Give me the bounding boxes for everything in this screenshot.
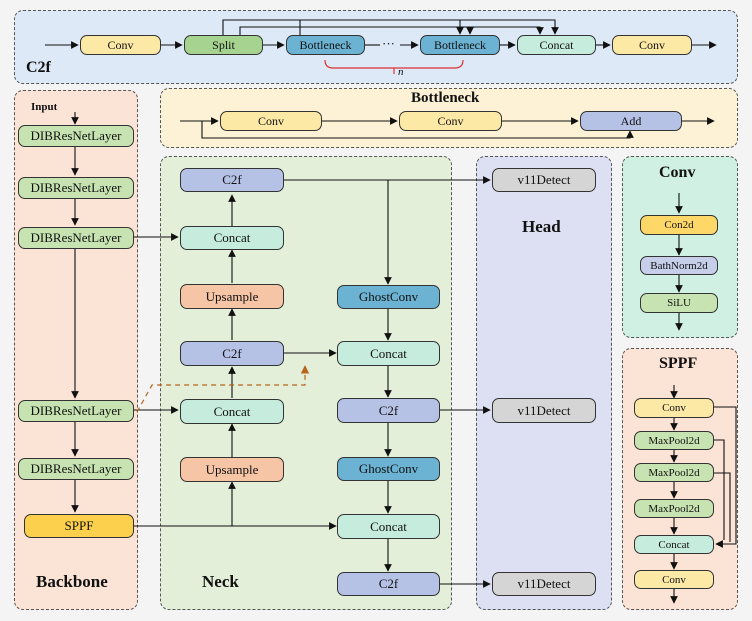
neck-upsample-1: Upsample	[180, 284, 284, 309]
neck-concat-2: Concat	[180, 399, 284, 424]
sppf-concat-block: Concat	[634, 535, 714, 554]
neck-title: Neck	[202, 572, 239, 591]
head-v11detect-1: v11Detect	[492, 168, 596, 192]
backbone-dibresnet-layer-5: DIBResNetLayer	[18, 458, 134, 480]
bottleneck-conv-block-2: Conv	[399, 111, 502, 131]
backbone-input-label: Input	[31, 101, 58, 113]
neck-c2f-mid: C2f	[180, 341, 284, 366]
c2f-ellipsis: ···	[382, 36, 395, 51]
head-v11detect-2: v11Detect	[492, 398, 596, 423]
neck-concat-3: Concat	[337, 341, 440, 366]
neck-upsample-2: Upsample	[180, 457, 284, 482]
sppf-maxpool-block-2: MaxPool2d	[634, 463, 714, 482]
bottleneck-add-block: Add	[580, 111, 682, 131]
head-v11detect-3: v11Detect	[492, 572, 596, 596]
neck-ghostconv-2: GhostConv	[337, 457, 440, 481]
conv-silu-block: SiLU	[640, 293, 718, 313]
backbone-dibresnet-layer-2: DIBResNetLayer	[18, 177, 134, 199]
c2f-panel-title: C2f	[26, 59, 51, 76]
bottleneck-panel-title: Bottleneck	[411, 90, 480, 106]
c2f-repeat-n-label: n	[398, 66, 404, 78]
conv-panel-title: Conv	[659, 164, 696, 181]
conv-con2d-block: Con2d	[640, 215, 718, 235]
backbone-sppf-block: SPPF	[24, 514, 134, 538]
c2f-conv-block-2: Conv	[612, 35, 692, 55]
conv-batchnorm-block: BathNorm2d	[640, 256, 718, 275]
c2f-conv-block-1: Conv	[80, 35, 161, 55]
backbone-dibresnet-layer-4: DIBResNetLayer	[18, 400, 134, 422]
sppf-conv-block-2: Conv	[634, 570, 714, 589]
backbone-title: Backbone	[36, 572, 108, 591]
sppf-conv-block-1: Conv	[634, 398, 714, 418]
c2f-bottleneck-block-2: Bottleneck	[420, 35, 500, 55]
bottleneck-conv-block-1: Conv	[220, 111, 322, 131]
sppf-maxpool-block-1: MaxPool2d	[634, 431, 714, 450]
c2f-bottleneck-block-1: Bottleneck	[286, 35, 365, 55]
neck-c2f-top: C2f	[180, 168, 284, 192]
neck-c2f-3: C2f	[337, 398, 440, 423]
sppf-maxpool-block-3: MaxPool2d	[634, 499, 714, 518]
c2f-concat-block: Concat	[517, 35, 596, 55]
backbone-dibresnet-layer-3: DIBResNetLayer	[18, 227, 134, 249]
neck-concat-4: Concat	[337, 514, 440, 539]
neck-c2f-4: C2f	[337, 572, 440, 596]
sppf-panel-title: SPPF	[659, 355, 698, 372]
neck-concat-1: Concat	[180, 226, 284, 250]
head-panel	[476, 156, 612, 610]
backbone-dibresnet-layer-1: DIBResNetLayer	[18, 125, 134, 147]
head-title: Head	[522, 217, 561, 236]
neck-ghostconv-1: GhostConv	[337, 285, 440, 309]
c2f-split-block: Split	[184, 35, 263, 55]
